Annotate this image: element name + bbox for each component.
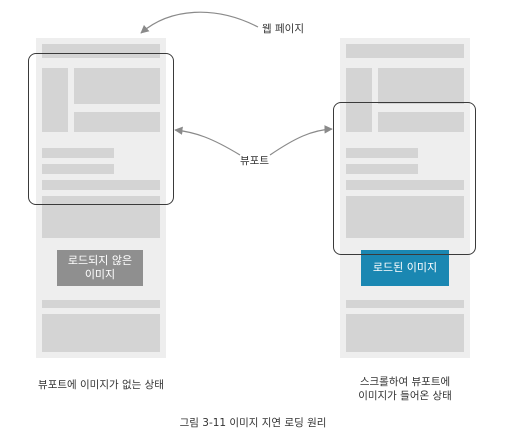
right-caption-line1: 스크롤하여 뷰포트에 xyxy=(359,376,451,388)
block xyxy=(42,164,114,174)
loaded-image-label: 로드된 이미지 xyxy=(372,261,438,274)
block xyxy=(378,68,464,104)
block xyxy=(74,68,160,104)
block xyxy=(346,314,464,352)
block xyxy=(378,112,464,132)
figure-caption: 그림 3-11 이미지 지연 로딩 원리 xyxy=(179,417,327,429)
block xyxy=(42,148,114,158)
left-web-page xyxy=(36,38,166,358)
unloaded-image-line2: 이미지 xyxy=(84,268,116,281)
block xyxy=(42,314,160,352)
block xyxy=(42,300,160,308)
right-web-page xyxy=(340,38,470,358)
block xyxy=(346,68,372,132)
block xyxy=(42,44,160,58)
block xyxy=(346,164,418,174)
right-caption: 스크롤하여 뷰포트에 이미지가 들어온 상태 xyxy=(318,375,492,403)
block xyxy=(346,180,464,190)
block xyxy=(346,196,464,238)
viewport-arrow-left xyxy=(174,126,241,156)
block xyxy=(74,112,160,132)
block xyxy=(42,68,68,132)
block xyxy=(42,196,160,238)
block xyxy=(346,300,464,308)
viewport-label: 뷰포트 xyxy=(240,155,269,167)
left-caption: 뷰포트에 이미지가 없는 상태 xyxy=(38,379,164,391)
viewport-arrow-right xyxy=(269,125,333,156)
block xyxy=(346,44,464,58)
block xyxy=(42,180,160,190)
right-viewport-frame xyxy=(333,102,476,255)
left-viewport-frame xyxy=(28,53,174,205)
right-caption-line2: 이미지가 들어온 상태 xyxy=(358,390,452,402)
unloaded-image-line1: 로드되지 않은 xyxy=(67,254,133,267)
loaded-image: 로드된 이미지 xyxy=(361,250,449,286)
block xyxy=(346,148,418,158)
unloaded-image: 로드되지 않은 이미지 xyxy=(57,250,143,286)
web-page-label: 웹 페이지 xyxy=(262,23,304,35)
web-page-arrow xyxy=(140,11,259,34)
